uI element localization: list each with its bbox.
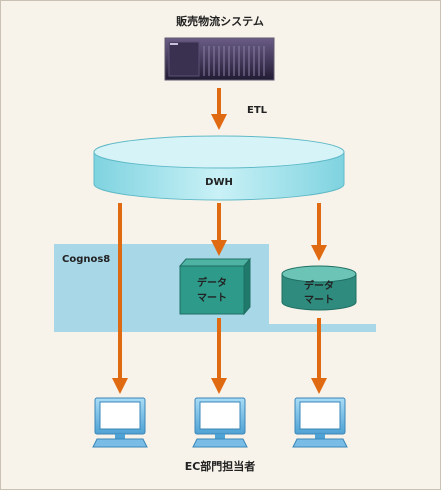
datamart-2-line1: データ xyxy=(304,279,334,292)
pc-icon xyxy=(192,397,248,448)
datamart-box xyxy=(178,257,252,316)
pc-icon xyxy=(292,397,348,448)
datamart-2-line2: マート xyxy=(304,294,334,306)
datamart-1-line2: マート xyxy=(197,292,227,304)
datamart-cylinder xyxy=(281,265,357,311)
server-icon xyxy=(164,37,275,81)
dwh-label: DWH xyxy=(205,177,233,188)
pc-icon xyxy=(92,397,148,448)
etl-label: ETL xyxy=(247,105,268,116)
system-title: 販売物流システム xyxy=(176,14,264,28)
dwh-cylinder xyxy=(93,135,345,201)
cognos-label: Cognos8 xyxy=(62,254,110,265)
footer-label: EC部門担当者 xyxy=(185,459,256,473)
datamart-1-line1: データ xyxy=(197,276,227,289)
